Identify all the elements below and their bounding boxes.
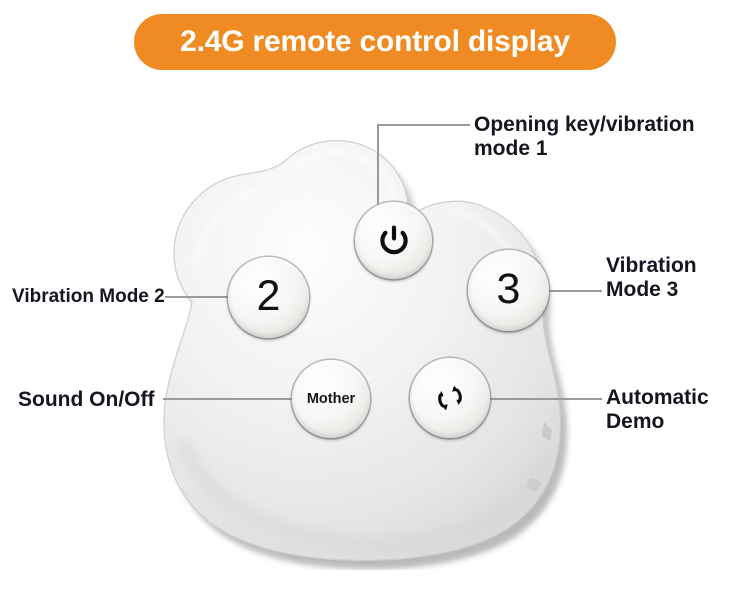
- callout-sound-on-off: Sound On/Off: [18, 388, 155, 411]
- callout-vibration-mode-3: Vibration Mode 3: [606, 254, 697, 302]
- leader-line-power-vertical: [377, 124, 379, 208]
- leader-line-mode3: [506, 290, 602, 292]
- leader-line-demo: [448, 398, 602, 400]
- button-label-2: 2: [256, 272, 281, 320]
- page-title-pill: 2.4G remote control display: [134, 14, 616, 70]
- sound-on-off-button[interactable]: Mother: [292, 360, 370, 438]
- callout-automatic-demo: Automatic Demo: [606, 386, 709, 434]
- power-icon: [379, 224, 408, 254]
- refresh-cycle-icon: [438, 385, 462, 411]
- page-title: 2.4G remote control display: [180, 25, 570, 58]
- leader-line-sound: [163, 398, 303, 400]
- power-button[interactable]: [355, 202, 432, 279]
- automatic-demo-button[interactable]: [410, 358, 490, 438]
- leader-line-mode2: [165, 296, 272, 298]
- vibration-mode-2-button[interactable]: 2: [228, 257, 309, 338]
- callout-vibration-mode-2: Vibration Mode 2: [12, 286, 165, 307]
- callout-opening-key: Opening key/vibration mode 1: [474, 113, 695, 161]
- vibration-mode-3-button[interactable]: 3: [468, 250, 549, 331]
- button-label-mother: Mother: [306, 390, 356, 407]
- leader-line-power-horizontal: [377, 124, 470, 126]
- button-label-3: 3: [496, 265, 521, 313]
